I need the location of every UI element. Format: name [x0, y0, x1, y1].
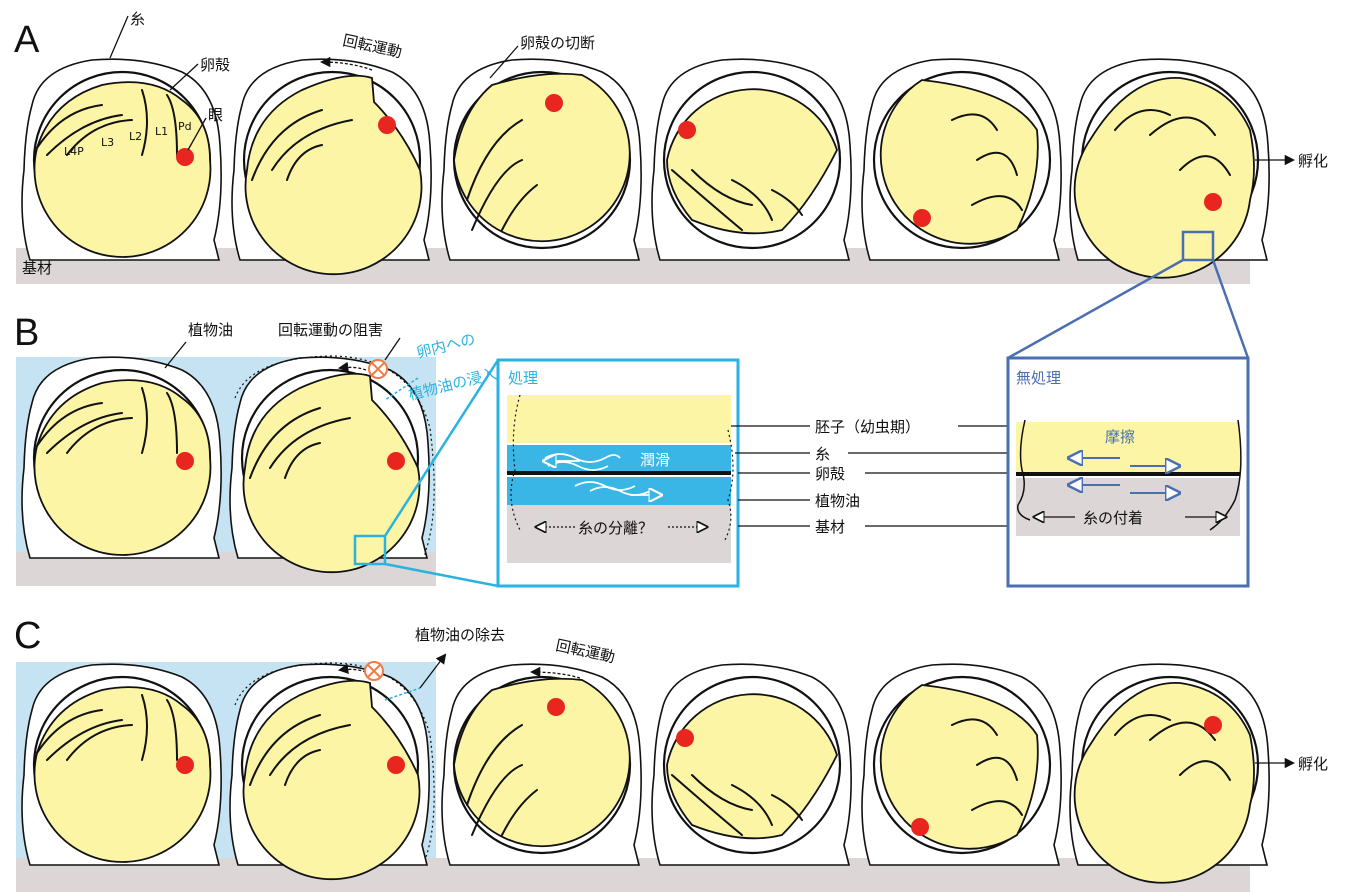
substrate-label-a: 基材	[22, 259, 52, 277]
oil-removal-dashed	[384, 687, 421, 701]
thread-label-b: 糸	[815, 445, 830, 463]
thread-separation-label: 糸の分離？	[578, 519, 653, 537]
leg-label-l4p: L4P	[64, 145, 84, 158]
friction-label: 摩擦	[1105, 428, 1135, 446]
shell-cut-label: 卵殻の切断	[520, 34, 595, 52]
eggshell-label-b: 卵殻	[815, 465, 845, 483]
eggshell-pointer	[169, 63, 199, 91]
untreated-detail-box	[1006, 356, 1250, 588]
thread-label: 糸	[130, 10, 145, 28]
zoom-lines-untreated	[1007, 258, 1250, 360]
substrate-label-b: 基材	[815, 518, 845, 536]
hatching-label-c: 孵化	[1298, 755, 1328, 773]
leg-label-pd: Pd	[178, 120, 192, 133]
vegetable-oil-label-b: 植物油	[188, 321, 233, 339]
lubrication-label: 潤滑	[640, 451, 670, 469]
eye-pointer	[187, 117, 207, 151]
panel-label-c: C	[14, 615, 41, 657]
egg-c3	[440, 663, 643, 867]
zoom-box-untreated	[1181, 230, 1215, 262]
untreated-label: 無処理	[1016, 369, 1061, 387]
egg-c6	[1068, 663, 1271, 884]
rotation-label-a: 回転運動	[341, 31, 403, 61]
panel-label-b: B	[14, 312, 39, 354]
egg-b1	[20, 356, 223, 560]
oil-infiltration-line1: 卵内への	[415, 330, 478, 362]
infiltration-pointer	[384, 377, 419, 401]
egg-a3	[440, 58, 643, 262]
zoom-box-treated	[353, 534, 387, 566]
leg-label-l2: L2	[129, 130, 142, 143]
zoom-lines-treated	[383, 359, 500, 588]
thread-pointer	[109, 15, 129, 59]
eye-label: 眼	[208, 106, 223, 124]
rotation-label-c: 回転運動	[554, 636, 616, 666]
inhibit-icon-c	[364, 661, 384, 681]
egg-c1	[20, 663, 223, 867]
egg-c5	[860, 663, 1063, 867]
leg-label-l3: L3	[101, 136, 114, 149]
oil-removal-arrow	[419, 653, 447, 689]
egg-c4	[650, 663, 853, 867]
egg-b2	[228, 355, 435, 574]
egg-a4	[650, 58, 853, 262]
hatching-label-a: 孵化	[1298, 152, 1328, 170]
rotation-inhibited-label: 回転運動の阻害	[278, 321, 383, 339]
oil-removal-label: 植物油の除去	[415, 626, 505, 644]
oil-label-b: 植物油	[815, 492, 860, 510]
thread-attachment-label: 糸の付着	[1083, 509, 1143, 527]
shell-cut-pointer	[489, 45, 519, 79]
egg-a1	[20, 58, 223, 262]
treated-label: 処理	[508, 369, 538, 387]
leg-label-l1: L1	[155, 125, 168, 138]
egg-a2	[230, 58, 433, 276]
rotation-arrow-b	[337, 361, 367, 373]
rotation-arrow-c2	[529, 666, 581, 679]
center-pointers-right	[848, 425, 1020, 527]
egg-a5	[860, 58, 1063, 262]
treated-detail-box	[496, 358, 740, 588]
center-pointers-left	[731, 425, 810, 527]
egg-a6	[1068, 58, 1271, 279]
oil-pointer-b	[164, 341, 187, 369]
embryo-label: 胚子（幼虫期）	[815, 418, 920, 436]
panel-label-a: A	[14, 19, 40, 61]
inhibit-pointer-b	[384, 337, 401, 361]
egg-c2	[228, 662, 435, 881]
eggshell-label: 卵殻	[200, 56, 230, 74]
inhibit-icon-b	[368, 359, 388, 379]
rotation-arrow-a	[319, 56, 373, 71]
